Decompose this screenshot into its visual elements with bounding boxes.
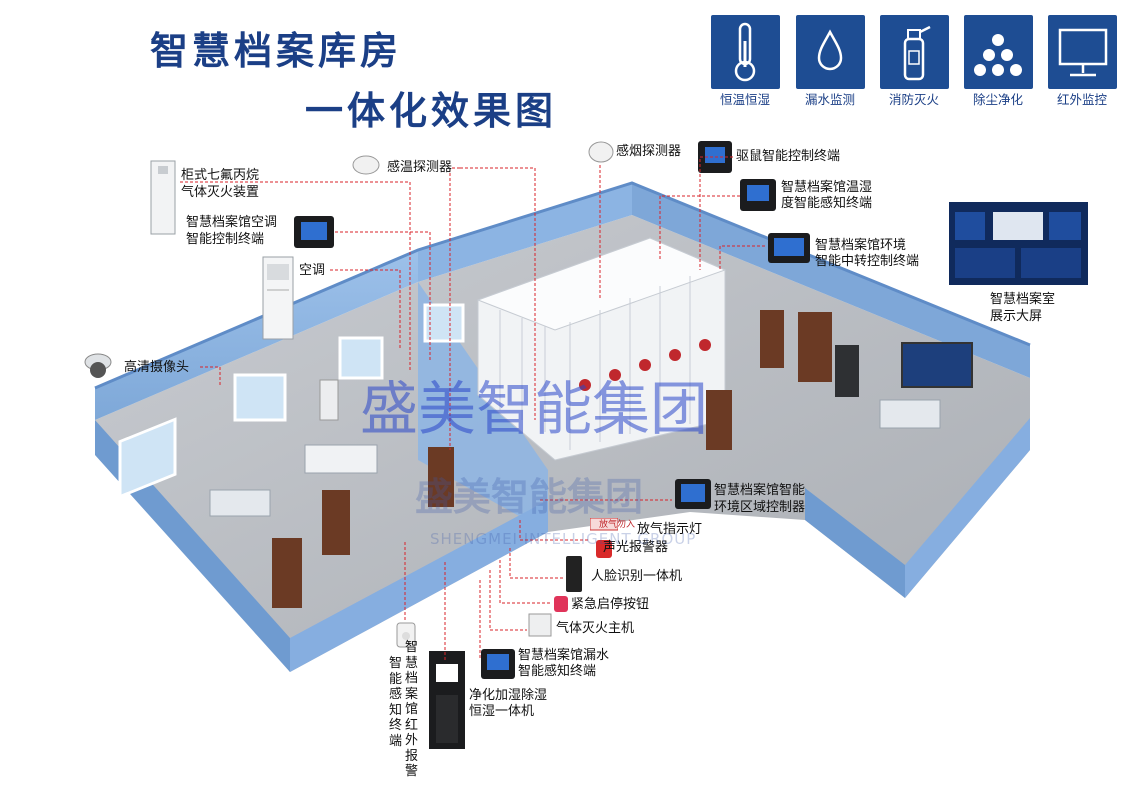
feature-tile-infrared xyxy=(1048,15,1117,89)
label-air-conditioner: 空调 xyxy=(299,263,326,278)
desk xyxy=(879,399,941,429)
wall-display xyxy=(901,342,973,388)
door xyxy=(706,390,732,450)
thermometer-icon xyxy=(734,22,756,82)
label-display-screen-line2: 展示大屏 xyxy=(990,309,1043,324)
water-drop-icon xyxy=(817,29,843,71)
face-recognition-icon xyxy=(566,556,582,592)
label-smoke-detector: 感烟探测器 xyxy=(616,144,682,159)
dust-particles-icon xyxy=(974,34,1022,76)
feature-tile-leak xyxy=(796,15,865,89)
wall-front-right xyxy=(805,488,905,598)
label-ir-alarm-column2: 智慧档案馆红外报警 xyxy=(405,640,419,779)
label-display-screen-line1: 智慧档案室 xyxy=(990,292,1056,307)
label-th-terminal-line2: 度智能感知终端 xyxy=(781,196,873,211)
meeting-table xyxy=(304,444,378,474)
door xyxy=(272,538,302,608)
label-env-terminal-line1: 智慧档案馆环境 xyxy=(815,238,907,253)
leak-terminal-icon xyxy=(481,649,515,679)
fire-extinguisher-icon xyxy=(903,25,931,81)
window xyxy=(118,417,177,499)
door xyxy=(798,312,832,382)
label-zone-controller-line1: 智慧档案馆智能 xyxy=(714,483,806,498)
door xyxy=(428,447,454,507)
door xyxy=(322,490,350,555)
label-ir-alarm-column1: 智能感知终端 xyxy=(389,656,403,749)
label-th-terminal-line1: 智慧档案馆温湿 xyxy=(781,180,873,195)
feature-label-temperature: 恒温恒湿 xyxy=(719,92,770,107)
heat-detector-icon xyxy=(352,155,380,175)
label-zone-controller-line2: 环境区域控制器 xyxy=(714,500,806,515)
purifier-icon xyxy=(429,651,465,749)
label-face-id: 人脸识别一体机 xyxy=(591,569,683,584)
env-terminal-icon xyxy=(768,233,810,263)
air-conditioner-icon xyxy=(262,256,294,340)
label-purifier-line2: 恒湿一体机 xyxy=(469,704,535,719)
server-cabinet xyxy=(835,345,859,397)
cabinet xyxy=(319,379,339,421)
door xyxy=(760,310,784,368)
gas-host-icon xyxy=(528,613,552,637)
window xyxy=(233,373,287,422)
label-gas-cabinet-line1: 柜式七氟丙烷 xyxy=(181,168,260,183)
smoke-detector-icon xyxy=(588,141,614,163)
feature-label-infrared: 红外监控 xyxy=(1056,92,1107,107)
label-hd-camera: 高清摄像头 xyxy=(124,360,190,375)
label-gas-host: 气体灭火主机 xyxy=(556,621,635,636)
zone-controller-icon xyxy=(675,479,711,509)
label-ac-terminal-line2: 智能控制终端 xyxy=(186,232,265,247)
gas-extinguisher-cabinet-icon xyxy=(150,160,176,235)
label-ac-terminal-line1: 智慧档案馆空调 xyxy=(186,215,278,230)
wall-side-right xyxy=(905,418,1030,598)
emergency-button-icon xyxy=(554,596,568,612)
label-temp-detector: 感温探测器 xyxy=(387,160,453,175)
label-leak-terminal-line2: 智能感知终端 xyxy=(518,664,597,679)
camera-icon xyxy=(84,353,112,378)
desk xyxy=(209,489,271,517)
ac-terminal-icon xyxy=(294,216,334,248)
page-title-line1: 智慧档案库房 xyxy=(150,29,403,73)
window xyxy=(423,303,465,343)
label-emergency-button: 紧急启停按钮 xyxy=(571,597,650,612)
feature-tile-temperature xyxy=(711,15,780,89)
release-sign: 放气勿入 xyxy=(599,520,636,530)
window xyxy=(338,336,384,380)
page-title-line2: 一体化效果图 xyxy=(305,89,558,133)
label-env-terminal-line2: 智能中转控制终端 xyxy=(815,254,920,269)
feature-tile-fire xyxy=(880,15,949,89)
rodent-terminal-icon xyxy=(698,141,732,173)
label-release-light: 放气指示灯 xyxy=(637,522,703,537)
alarm-light-icon xyxy=(590,518,618,558)
wall-front-mid xyxy=(290,500,548,672)
display-screen-icon xyxy=(949,202,1088,285)
label-leak-terminal-line1: 智慧档案馆漏水 xyxy=(518,648,610,663)
feature-label-leak: 漏水监测 xyxy=(804,92,855,107)
label-rodent-terminal: 驱鼠智能控制终端 xyxy=(736,149,841,164)
ir-sensor-icon xyxy=(396,622,416,648)
label-alarm: 声光报警器 xyxy=(603,540,669,555)
feature-label-dust: 除尘净化 xyxy=(972,92,1023,107)
feature-label-fire: 消防灭火 xyxy=(888,92,939,107)
th-terminal-icon xyxy=(740,179,776,211)
feature-tile-dust xyxy=(964,15,1033,89)
label-purifier-line1: 净化加湿除湿 xyxy=(469,688,548,703)
monitor-icon xyxy=(1058,28,1108,77)
label-gas-cabinet-line2: 气体灭火装置 xyxy=(181,185,260,200)
